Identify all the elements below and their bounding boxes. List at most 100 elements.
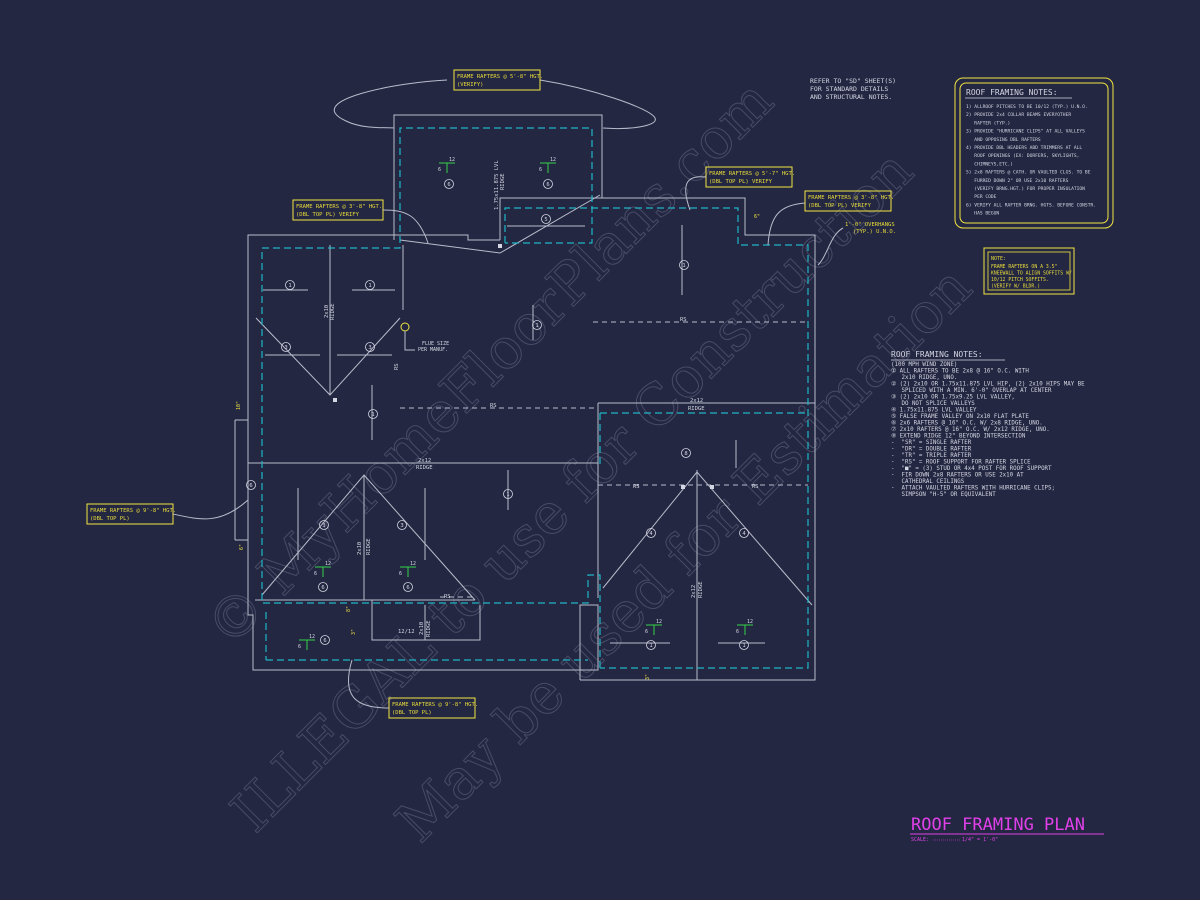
note-line: SPLICED WITH A MIN. 6'-0" OVERLAP AT CEN… (891, 388, 1052, 394)
dim-right-top: 6" (754, 214, 760, 220)
note-tag: 5 (541, 214, 551, 224)
note-line: - "SR" = SINGLE RAFTER (891, 440, 972, 446)
callout-mid-right: FRAME RAFTERS @ 5'-7" HGT. (DBL TOP PL) … (685, 166, 795, 211)
note-line: - ATTACH VAULTED RAFTERS WITH HURRICANE … (891, 486, 1055, 492)
pitch-rise-label: 6 (314, 571, 317, 577)
note-tag: 1 (503, 489, 513, 499)
overhang-lines (261, 127, 809, 669)
framing-notes-lines: (100 MPH WIND ZONE)① ALL RAFTERS TO BE 2… (891, 362, 1085, 498)
note-tag: 1 (532, 320, 542, 330)
note-tag: 1 (679, 260, 689, 270)
note-tag-number: 6 (323, 638, 326, 644)
note-line: - FIR DOWN 2x8 RAFTERS OR USE 2x10 AT (891, 473, 1024, 479)
note-line: CATHEDRAL CEILINGS (891, 479, 965, 485)
callout-left-upper: FRAME RAFTERS @ 3'-8" HGT. (DBL TOP PL) … (292, 199, 429, 244)
note-line: 2x10 RIDGE, UNO. (891, 375, 957, 381)
note-line: 3) PROVIDE "HURRICANE CLIPS" AT ALL VALL… (966, 129, 1085, 135)
post-markers (333, 244, 714, 489)
rs-label-bottom: RS (444, 594, 451, 600)
callout-right-line-2: (DBL TOP PL) VERIFY (808, 203, 872, 209)
ridge-label-bottom: RIDGE (426, 620, 432, 637)
callout-bottom-line-1: FRAME RAFTERS @ 9'-8" HGT. (392, 702, 478, 708)
note-line: 4) PROVIDE DBL HEADERS ABD TRIMMERS AT A… (966, 145, 1082, 151)
notes-box-lines: 1) ALLROOF PITCHES TO BE 10/12 (TYP.) U.… (966, 104, 1096, 217)
rs-label-left-vertical: RS (394, 363, 400, 370)
pitch-rise-label: 6 (539, 167, 542, 173)
flue-note-line-1: FLUE SIZE (422, 341, 449, 347)
ridge-label-left: RIDGE (330, 303, 336, 320)
post-marker (498, 244, 502, 248)
pitch-run-label: 12 (747, 619, 753, 625)
note-tag-number: 6 (249, 483, 252, 489)
pitch-run-label: 12 (410, 561, 416, 567)
note-line: ⑦ 2x10 RAFTERS @ 16" O.C. W/ 2x12 RIDGE,… (891, 426, 1050, 433)
note-line: 1) ALLROOF PITCHES TO BE 10/12 (TYP.) U.… (966, 104, 1088, 110)
building-outline (234, 114, 816, 681)
pitch-label-bottom: 12/12 (398, 629, 415, 635)
note-tag-number: 3 (284, 345, 287, 351)
note-tag: 8 (681, 448, 691, 458)
callout-right-line-1: FRAME RAFTERS @ 3'-8" HGT. (808, 195, 894, 201)
pitch-symbol: 126 (399, 561, 416, 577)
callout-bottom-line-2: (DBL TOP PL) (392, 710, 432, 716)
note-tag-number: 1 (288, 283, 291, 289)
note-tag: 3 (281, 342, 291, 352)
dim-bottom-c: 3" (645, 674, 651, 680)
overhang-note: 1'-0" OVERHANGS (TYP.) U.N.O. (817, 222, 896, 266)
note-tag-number: 6 (447, 182, 450, 188)
note-line: ④ 1.75x11.875 LVL VALLEY (891, 407, 977, 414)
pitch-run-label: 12 (325, 561, 331, 567)
note-tag-number: 4 (742, 531, 746, 537)
roof-framing-notes-box: ROOF FRAMING NOTES: 1) ALLROOF PITCHES T… (954, 77, 1114, 229)
note-tag: 6 (318, 582, 328, 592)
rs-label-middle: RS (490, 403, 497, 409)
note-tag-number: 6 (406, 585, 409, 591)
note-line: 6) VERIFY ALL RAFTER BRNG. HGTS. BEFORE … (966, 202, 1096, 208)
notes-box-title: ROOF FRAMING NOTES: (966, 88, 1058, 97)
note-line: PER CODE (966, 194, 997, 200)
note-tag-number: 1 (371, 412, 374, 418)
note-line: (VERIFY BRNG.HGT.) FOR PROPER INSULATION (966, 186, 1085, 192)
flue-note: FLUE SIZE PER MANUF. (400, 322, 449, 353)
note-line: 2) PROVIDE 2x4 COLLAR BEAMS EVERYOTHER (966, 112, 1071, 118)
callout-left-lower-line-2: (DBL TOP PL) (90, 516, 130, 522)
post-marker (681, 485, 685, 489)
ridge-label-lower: RIDGE (366, 538, 372, 555)
dim-left-low: 6" (239, 544, 245, 550)
ridge-label-center: RIDGE (416, 465, 433, 471)
ridge-label-bottom-2x10: 2x10 (419, 622, 425, 635)
note-tag: 3 (397, 520, 407, 530)
pitch-symbol: 126 (539, 157, 556, 173)
note-tag: 6 (320, 635, 330, 645)
plan-labels: 1.75x11.875 LVL RIDGE 2x10 RIDGE RS RS R… (324, 160, 759, 637)
rs-label-lower-left: RS (633, 484, 640, 490)
note-tag-number: 1 (742, 643, 745, 649)
note-tag-number: 8 (684, 451, 687, 457)
note-tag-number: 3 (322, 523, 325, 529)
scale-value: 1/4" = 1'-0" (962, 837, 998, 843)
note-tag-number: 5 (544, 217, 547, 223)
pitch-symbol: 126 (645, 619, 662, 635)
note-line: (100 MPH WIND ZONE) (891, 362, 957, 368)
callout-top-line-2: (VERIFY) (457, 82, 484, 88)
reference-note-line-1: REFER TO "SD" SHEET(S) (810, 77, 896, 85)
post-marker (710, 485, 714, 489)
ridge-label-center-size: 2x12 (418, 458, 431, 464)
note-line: ③ (2) 2x10 OR 1.75x9.25 LVL VALLEY, (891, 394, 1015, 401)
pitch-rise-label: 6 (438, 167, 441, 173)
note-line: 10/12 PITCH SOFFITS. (991, 277, 1049, 283)
note-tag: 6 (246, 480, 256, 490)
pitch-run-label: 12 (656, 619, 662, 625)
note-tag-number: 6 (546, 182, 549, 188)
note-tag: 6 (543, 179, 553, 189)
kneewall-note-title: NOTE: (991, 256, 1006, 262)
callout-left-upper-line-2: (DBL TOP PL) VERIFY (296, 212, 360, 218)
note-tag: 1 (368, 409, 378, 419)
note-tag-number: 3 (400, 523, 403, 529)
ridge-label-top-lvl: 1.75x11.875 LVL (494, 160, 500, 210)
ridge-label-left-2x10: 2x10 (324, 305, 330, 318)
drawing-title-block: ROOF FRAMING PLAN SCALE: 1/4" = 1'-0" (910, 815, 1104, 843)
